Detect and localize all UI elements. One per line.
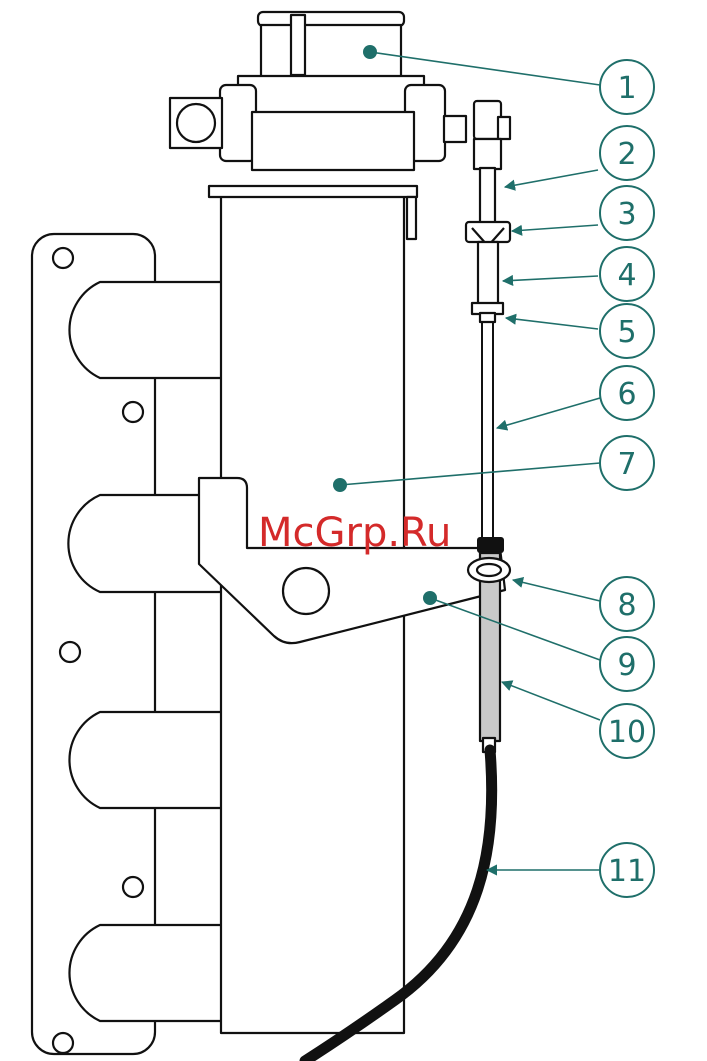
callout-10-label: 10 — [608, 715, 646, 750]
callout-6-label: 6 — [617, 377, 636, 412]
callout-9-label: 9 — [617, 648, 636, 683]
callout-5-label: 5 — [617, 315, 636, 350]
callout-2-label: 2 — [617, 137, 636, 172]
callout-11: 11 — [600, 843, 654, 897]
callout-1: 1 — [600, 60, 654, 114]
callout-7: 7 — [600, 436, 654, 490]
throttle-body — [170, 12, 510, 170]
watermark: McGrp.Ru — [258, 510, 451, 556]
callout-8: 8 — [600, 577, 654, 631]
callout-4: 4 — [600, 247, 654, 301]
callout-4-label: 4 — [617, 258, 636, 293]
callout-9: 9 — [600, 637, 654, 691]
callout-10: 10 — [600, 704, 654, 758]
callout-7-label: 7 — [617, 447, 636, 482]
callout-3-label: 3 — [617, 197, 636, 232]
callout-3: 3 — [600, 186, 654, 240]
callout-2: 2 — [600, 126, 654, 180]
callout-5: 5 — [600, 304, 654, 358]
throttle-linkage — [466, 168, 510, 540]
callout-6: 6 — [600, 366, 654, 420]
callout-1-label: 1 — [617, 71, 636, 106]
callout-8-label: 8 — [617, 588, 636, 623]
callout-11-label: 11 — [608, 854, 646, 889]
